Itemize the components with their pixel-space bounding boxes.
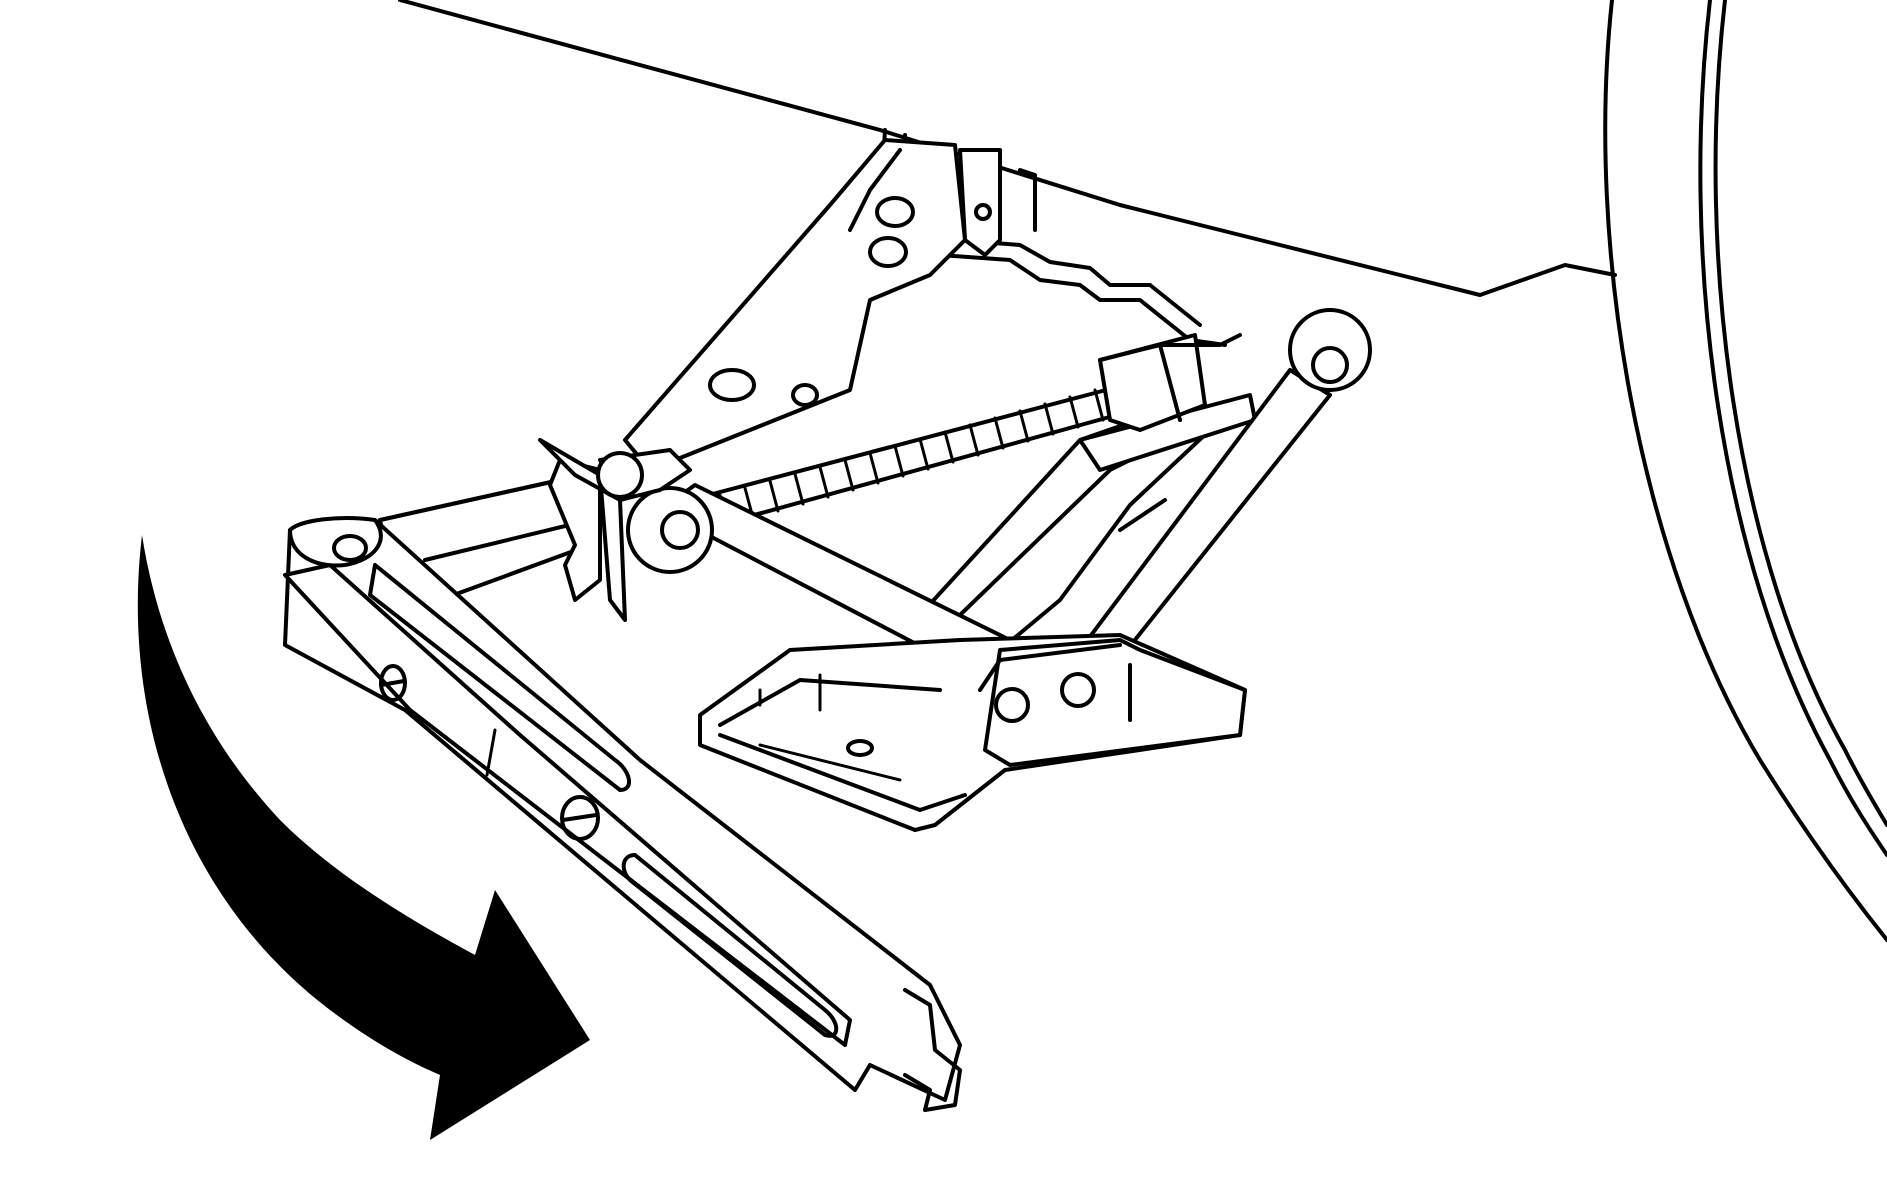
curved-arrow-icon — [137, 535, 590, 1140]
tire — [1603, 0, 1887, 942]
right-link-arm — [1078, 308, 1372, 667]
vehicle-body-outline — [398, 0, 1617, 297]
screw-nut-block — [1098, 333, 1242, 432]
base-bracket — [978, 638, 1247, 767]
jack-handle — [283, 516, 962, 1112]
upper-scissor-arm — [623, 138, 967, 472]
